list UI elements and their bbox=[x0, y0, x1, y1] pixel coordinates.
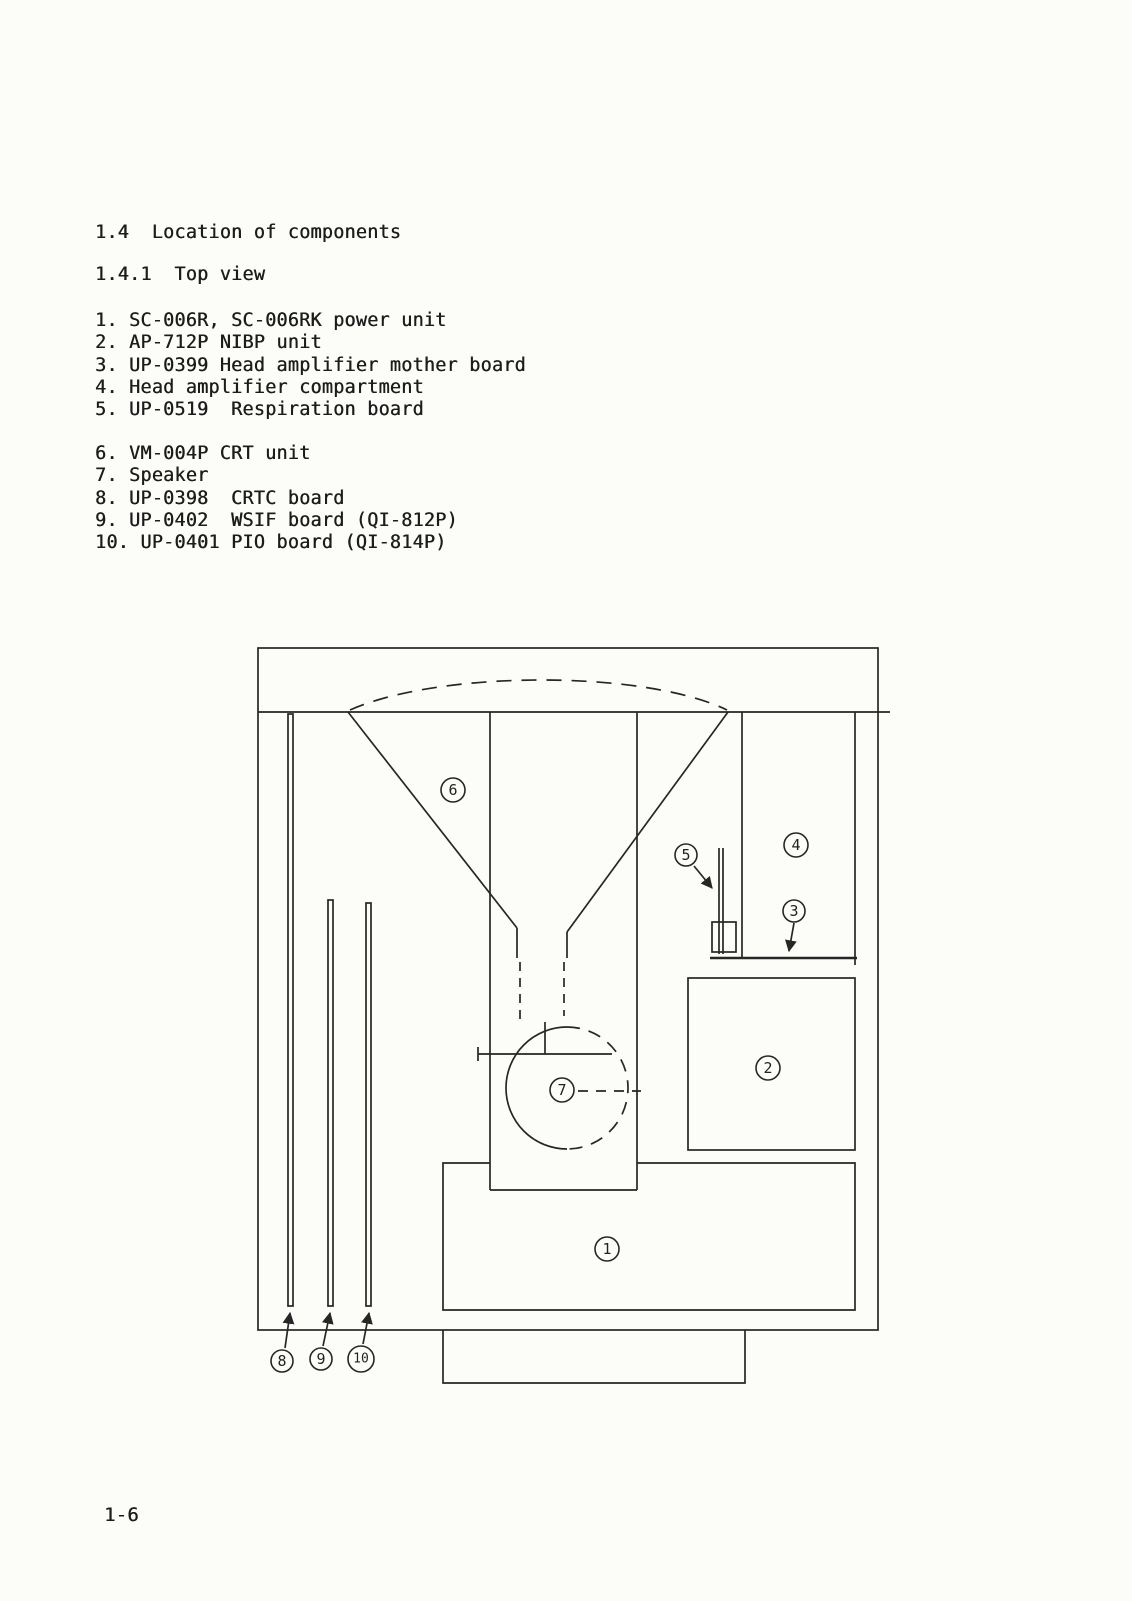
svg-text:10: 10 bbox=[353, 1352, 369, 1367]
crtc-board-outline bbox=[287, 713, 294, 1307]
svg-text:2: 2 bbox=[763, 1059, 772, 1077]
top-view-diagram: 6 5 4 3 2 7 1 bbox=[257, 647, 890, 1384]
section-heading: 1.4 Location of components bbox=[95, 222, 402, 243]
callout-arrows bbox=[282, 865, 797, 1349]
callout-1: 1 bbox=[594, 1236, 620, 1262]
component-list-item: 10. UP-0401 PIO board (QI-814P) bbox=[95, 532, 447, 554]
diagram-callouts: 6 5 4 3 2 7 1 bbox=[270, 777, 809, 1373]
component-list-group1: 1. SC-006R, SC-006RK power unit 2. AP-71… bbox=[95, 310, 526, 421]
speaker-circle bbox=[477, 1022, 641, 1150]
callout-7: 7 bbox=[549, 1077, 575, 1103]
component-list-item: 2. AP-712P NIBP unit bbox=[95, 332, 322, 354]
component-list-item: 4. Head amplifier compartment bbox=[95, 376, 424, 398]
svg-text:1: 1 bbox=[602, 1240, 611, 1258]
svg-text:5: 5 bbox=[681, 846, 690, 864]
component-list-item: 9. UP-0402 WSIF board (QI-812P) bbox=[95, 509, 458, 531]
component-list-item: 7. Speaker bbox=[95, 465, 209, 487]
svg-text:4: 4 bbox=[791, 836, 800, 854]
callout-8: 8 bbox=[270, 1349, 294, 1373]
svg-text:6: 6 bbox=[448, 781, 457, 799]
head-amp-compartment-outline bbox=[741, 712, 856, 965]
svg-text:9: 9 bbox=[316, 1350, 325, 1368]
callout-5: 5 bbox=[674, 843, 698, 867]
power-unit-outline bbox=[442, 1162, 856, 1311]
pio-board-outline bbox=[365, 902, 372, 1307]
enclosure-outline bbox=[257, 647, 879, 1331]
svg-text:7: 7 bbox=[557, 1081, 566, 1099]
callout-10: 10 bbox=[347, 1345, 375, 1373]
callout-3: 3 bbox=[782, 899, 806, 923]
wsif-board-outline bbox=[327, 899, 334, 1307]
callout-6: 6 bbox=[440, 777, 466, 803]
component-list-item: 8. UP-0398 CRTC board bbox=[95, 487, 345, 509]
subsection-heading: 1.4.1 Top view bbox=[95, 264, 266, 285]
nibp-unit-outline bbox=[687, 977, 856, 1151]
callout-4: 4 bbox=[783, 832, 809, 858]
component-list-item: 6. VM-004P CRT unit bbox=[95, 443, 311, 464]
callout-2: 2 bbox=[755, 1055, 781, 1081]
crt-funnel-outline bbox=[347, 711, 729, 1022]
svg-text:3: 3 bbox=[789, 902, 798, 920]
component-list-item: 3. UP-0399 Head amplifier mother board bbox=[95, 354, 526, 376]
respiration-board-outline bbox=[711, 848, 737, 954]
component-list-item: 5. UP-0519 Respiration board bbox=[95, 399, 424, 421]
crt-column-outline bbox=[489, 712, 638, 1191]
svg-text:8: 8 bbox=[277, 1352, 286, 1370]
component-list-group2: 6. VM-004P CRT unit 7. Speaker 8. UP-039… bbox=[95, 443, 458, 554]
callout-9: 9 bbox=[309, 1347, 333, 1371]
page-number: 1-6 bbox=[104, 1504, 139, 1526]
crt-face-dashed-arc bbox=[349, 679, 728, 711]
rear-protrusion-outline bbox=[442, 1330, 746, 1384]
component-list-item: 1. SC-006R, SC-006RK power unit bbox=[95, 310, 447, 331]
